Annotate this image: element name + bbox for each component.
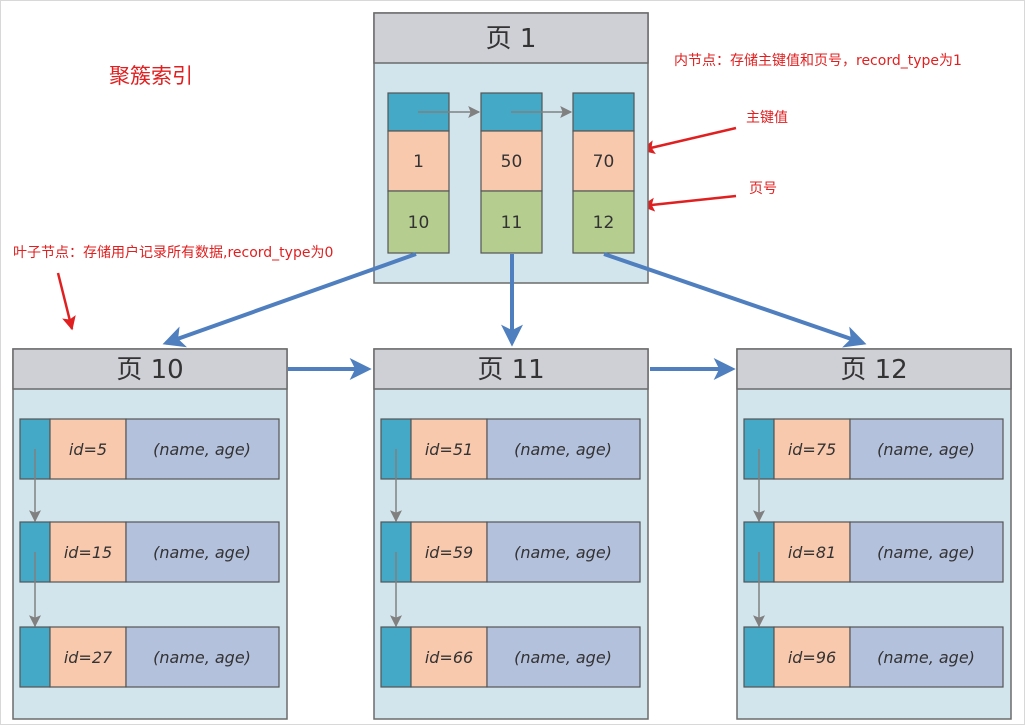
page-number-cell bbox=[480, 190, 543, 254]
record-id-value: id=59 bbox=[425, 543, 473, 562]
record-id-value: id=5 bbox=[69, 440, 107, 459]
primary-key-pointer-arrow bbox=[640, 126, 737, 154]
record-data-value: (name, age) bbox=[877, 648, 975, 667]
record-id-cell bbox=[773, 521, 851, 583]
record-id-value: id=66 bbox=[425, 648, 473, 667]
record-id-value: id=81 bbox=[788, 543, 836, 562]
record-data-cell bbox=[125, 418, 280, 480]
record-id-value: id=15 bbox=[64, 543, 112, 562]
leaf-record: id=59 (name, age) bbox=[380, 521, 641, 628]
record-data-value: (name, age) bbox=[514, 440, 612, 459]
record-id-cell bbox=[49, 521, 127, 583]
root-record: 70 12 bbox=[572, 92, 635, 254]
record-data-value: (name, age) bbox=[153, 648, 251, 667]
record-id-value: id=27 bbox=[64, 648, 113, 667]
primary-key-value: 1 bbox=[413, 152, 424, 172]
record-data-value: (name, age) bbox=[877, 440, 975, 459]
record-data-value: (name, age) bbox=[153, 440, 251, 459]
primary-key-value: 70 bbox=[593, 152, 615, 172]
record-data-cell bbox=[486, 521, 641, 583]
diagram-title: 聚簇索引 bbox=[109, 64, 193, 88]
leaf-page-header bbox=[736, 348, 1012, 390]
primary-key-value: 50 bbox=[501, 152, 523, 172]
page-number-pointer-arrow bbox=[640, 194, 737, 212]
root-to-page12-arrow bbox=[603, 252, 867, 348]
record-data-cell bbox=[125, 626, 280, 688]
root-page: 页 1 1 10 50 11 70 12 bbox=[373, 12, 649, 284]
record-id-cell bbox=[773, 626, 851, 688]
leaf-record: id=66 (name, age) bbox=[380, 626, 641, 688]
record-data-cell bbox=[849, 418, 1004, 480]
page-number-cell bbox=[572, 190, 635, 254]
leaf-page-title: 页 12 bbox=[840, 355, 907, 385]
record-data-value: (name, age) bbox=[514, 543, 612, 562]
root-record: 50 11 bbox=[480, 92, 573, 254]
leaf-record: id=75 (name, age) bbox=[743, 418, 1004, 523]
record-id-cell bbox=[49, 626, 127, 688]
root-to-page10-arrow bbox=[162, 252, 417, 348]
record-data-cell bbox=[486, 418, 641, 480]
record-data-cell bbox=[125, 521, 280, 583]
primary-key-cell bbox=[572, 130, 635, 192]
record-header-cell bbox=[572, 92, 635, 132]
record-id-value: id=75 bbox=[788, 440, 836, 459]
root-page-header bbox=[373, 12, 649, 64]
page-number-value: 12 bbox=[593, 213, 615, 233]
record-id-value: id=51 bbox=[425, 440, 473, 459]
leaf-record: id=5 (name, age) bbox=[19, 418, 280, 523]
record-header-cell bbox=[19, 626, 51, 688]
page-number-value: 11 bbox=[501, 213, 523, 233]
page-number-cell bbox=[387, 190, 450, 254]
leaf-page-title: 页 10 bbox=[116, 355, 183, 385]
record-data-cell bbox=[849, 626, 1004, 688]
record-data-cell bbox=[849, 521, 1004, 583]
primary-key-annotation: 主键值 bbox=[746, 110, 788, 126]
record-data-cell bbox=[486, 626, 641, 688]
record-header-cell bbox=[380, 626, 412, 688]
record-header-cell bbox=[743, 626, 775, 688]
primary-key-cell bbox=[480, 130, 543, 192]
primary-key-cell bbox=[387, 130, 450, 192]
leaf-page-header bbox=[373, 348, 649, 390]
leaf-record: id=15 (name, age) bbox=[19, 521, 280, 628]
root-page-title: 页 1 bbox=[486, 24, 537, 54]
record-id-cell bbox=[773, 418, 851, 480]
leaf-node-annotation: 叶子节点：存储用户记录所有数据,record_type为0 bbox=[13, 244, 333, 261]
record-data-value: (name, age) bbox=[514, 648, 612, 667]
internal-node-annotation: 内节点：存储主键值和页号，record_type为1 bbox=[674, 53, 962, 69]
record-id-cell bbox=[410, 521, 488, 583]
leaf-page-title: 页 11 bbox=[477, 355, 544, 385]
page-number-annotation: 页号 bbox=[749, 181, 777, 197]
root-record: 1 10 bbox=[387, 92, 481, 254]
leaf-record: id=51 (name, age) bbox=[380, 418, 641, 523]
leaf-record: id=96 (name, age) bbox=[743, 626, 1004, 688]
page-number-value: 10 bbox=[408, 213, 430, 233]
leaf-page-header bbox=[12, 348, 288, 390]
record-data-value: (name, age) bbox=[153, 543, 251, 562]
leaf-record: id=27 (name, age) bbox=[19, 626, 280, 688]
record-id-value: id=96 bbox=[788, 648, 836, 667]
record-id-cell bbox=[49, 418, 127, 480]
leaf-record: id=81 (name, age) bbox=[743, 521, 1004, 628]
record-data-value: (name, age) bbox=[877, 543, 975, 562]
leaf-node-pointer-arrow bbox=[56, 272, 76, 331]
